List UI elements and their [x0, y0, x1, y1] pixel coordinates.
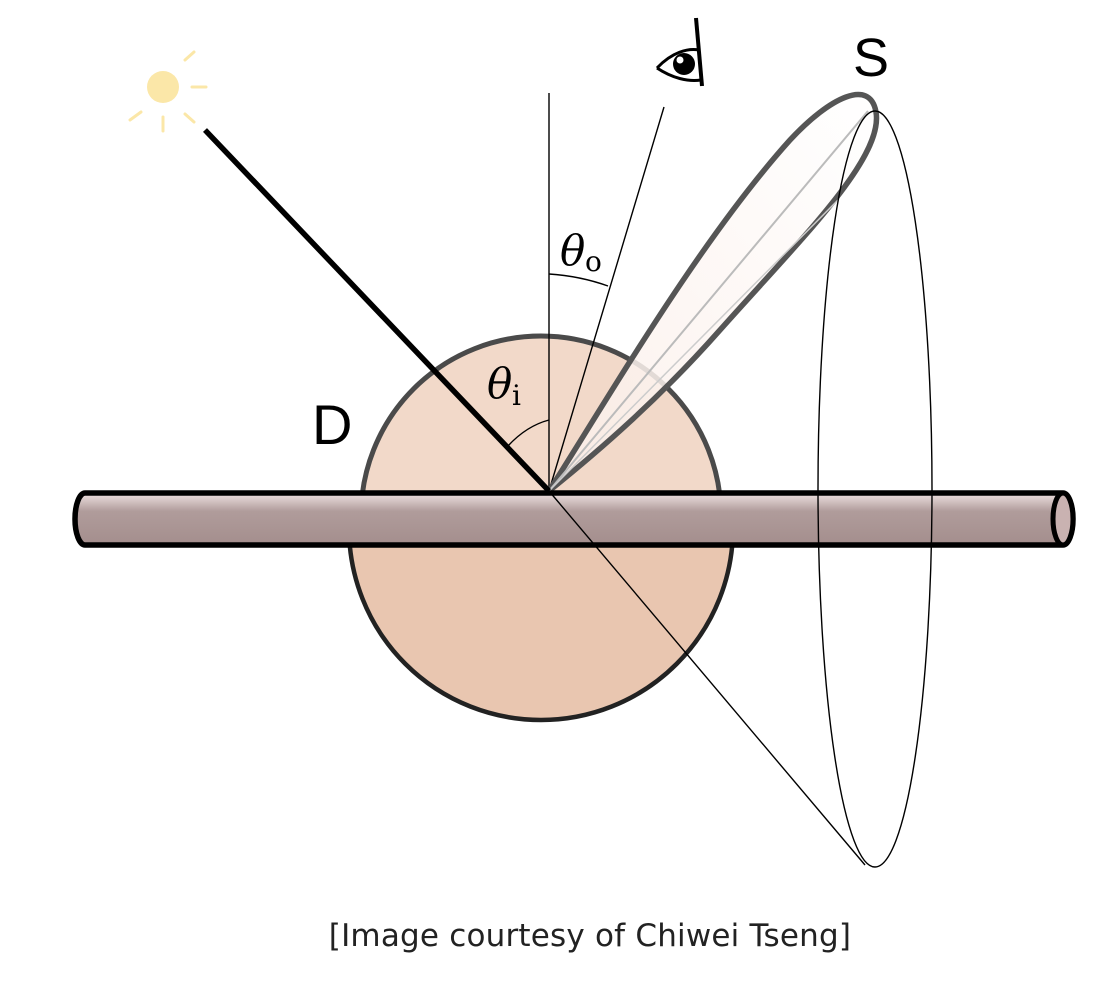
specular-label: S: [853, 28, 889, 88]
svg-text:i: i: [512, 379, 521, 412]
cone-edge-upper: [548, 110, 869, 492]
theta-o-arc: [548, 273, 609, 287]
incident-ray: [203, 128, 551, 493]
hair-fiber: [72, 490, 1076, 548]
sun-icon: [128, 50, 208, 133]
cone-edge-lower: [548, 490, 866, 866]
image-credit-caption: [Image courtesy of Chiwei Tseng]: [328, 918, 852, 954]
scattering-cone-ellipse: [817, 110, 933, 868]
theta-i-label: θ i: [487, 359, 521, 412]
view-direction-line: [548, 106, 665, 492]
diffuse-lobe: [347, 333, 735, 723]
svg-text:θ: θ: [487, 359, 512, 408]
diffuse-label: D: [312, 393, 352, 456]
eye-icon: [655, 17, 704, 87]
cone-edge-lower-inside: [548, 199, 839, 492]
theta-i-arc: [506, 419, 550, 448]
specular-lobe: [546, 91, 880, 494]
theta-o-label: θ o: [560, 226, 602, 278]
svg-text:o: o: [585, 245, 602, 278]
svg-text:θ: θ: [560, 226, 585, 275]
